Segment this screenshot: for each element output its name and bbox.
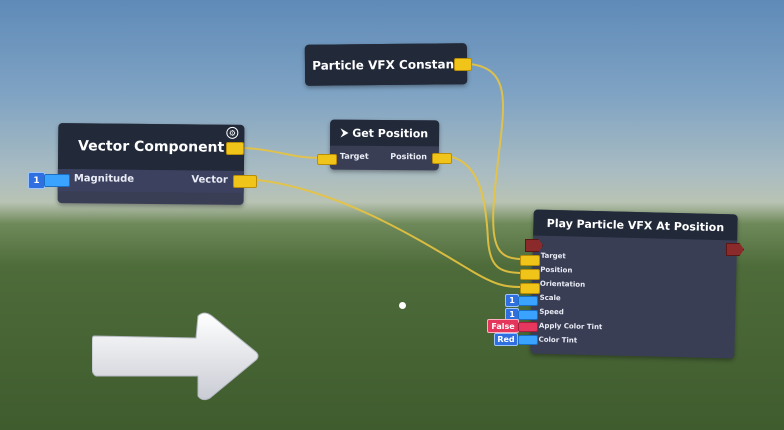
particle-vfx-constant-title: Particle VFX Constant bbox=[312, 56, 460, 73]
vector-component-header[interactable]: Vector Component bbox=[57, 123, 245, 171]
vector-component-node[interactable]: Vector Component ⚙ Magnitude Vector bbox=[57, 123, 245, 205]
exec-output-pin[interactable] bbox=[726, 243, 744, 256]
arrow-3d-object[interactable] bbox=[92, 312, 262, 402]
play-particle-node[interactable]: Play Particle VFX At Position Target Pos… bbox=[530, 209, 738, 359]
get-position-node[interactable]: ⮞ Get Position Target Position bbox=[329, 119, 440, 171]
gear-icon[interactable]: ⚙ bbox=[226, 126, 239, 139]
get-position-target-pin[interactable] bbox=[317, 154, 337, 165]
get-position-header[interactable]: ⮞ Get Position bbox=[329, 119, 440, 147]
vector-component-header-output-pin[interactable] bbox=[226, 142, 244, 155]
get-position-title: Get Position bbox=[352, 126, 429, 140]
magnitude-value-chip[interactable]: 1 bbox=[28, 172, 45, 189]
speed-value: 1 bbox=[509, 310, 515, 319]
cursor-dot bbox=[399, 302, 406, 309]
apply-color-tint-input-pin[interactable] bbox=[518, 322, 538, 332]
get-position-position-pin[interactable] bbox=[432, 153, 452, 164]
particle-vfx-constant-output-pin[interactable] bbox=[454, 58, 472, 71]
scale-input-pin[interactable] bbox=[518, 296, 538, 306]
speed-input-pin[interactable] bbox=[518, 310, 538, 320]
orientation-input-pin[interactable] bbox=[520, 283, 540, 294]
wire-position-to-position bbox=[451, 156, 521, 274]
vector-component-row: Magnitude Vector bbox=[57, 169, 244, 193]
apply-color-tint-value: False bbox=[491, 321, 515, 331]
scale-value: 1 bbox=[509, 296, 515, 305]
vector-component-title: Vector Component bbox=[77, 138, 225, 156]
get-position-position-label: Position bbox=[390, 152, 427, 162]
get-position-target-label: Target bbox=[339, 151, 369, 161]
wire-constant-to-target bbox=[469, 63, 521, 260]
port-label-speed: Speed bbox=[539, 307, 564, 317]
target-input-pin[interactable] bbox=[520, 255, 540, 266]
particle-vfx-constant-node[interactable]: Particle VFX Constant bbox=[304, 43, 468, 86]
port-label-target: Target bbox=[540, 251, 566, 261]
scale-value-chip[interactable]: 1 bbox=[505, 294, 519, 307]
port-label-scale: Scale bbox=[539, 293, 561, 303]
magnitude-label: Magnitude bbox=[73, 173, 135, 185]
arrow-move-icon: ⮞ bbox=[340, 127, 349, 139]
position-input-pin[interactable] bbox=[520, 269, 540, 280]
magnitude-value: 1 bbox=[33, 175, 40, 186]
play-particle-title: Play Particle VFX At Position bbox=[546, 216, 725, 234]
color-tint-input-pin[interactable] bbox=[518, 335, 538, 345]
port-label-color-tint: Color Tint bbox=[538, 335, 578, 345]
color-tint-value-chip[interactable]: Red bbox=[494, 333, 518, 346]
wire-vector-to-orientation bbox=[257, 179, 521, 288]
port-label-apply-color-tint: Apply Color Tint bbox=[538, 321, 603, 332]
vector-output-label: Vector bbox=[191, 174, 228, 186]
port-label-orientation: Orientation bbox=[539, 279, 586, 289]
exec-input-pin[interactable] bbox=[525, 239, 543, 252]
particle-vfx-constant-header: Particle VFX Constant bbox=[304, 43, 468, 86]
play-particle-header[interactable]: Play Particle VFX At Position bbox=[533, 209, 738, 241]
wire-vector-to-target bbox=[243, 147, 321, 159]
magnitude-input-pin[interactable] bbox=[44, 174, 70, 187]
port-label-position: Position bbox=[540, 265, 573, 275]
vector-output-pin[interactable] bbox=[233, 175, 257, 188]
color-tint-value: Red bbox=[497, 335, 515, 344]
apply-color-tint-value-chip[interactable]: False bbox=[487, 319, 519, 333]
